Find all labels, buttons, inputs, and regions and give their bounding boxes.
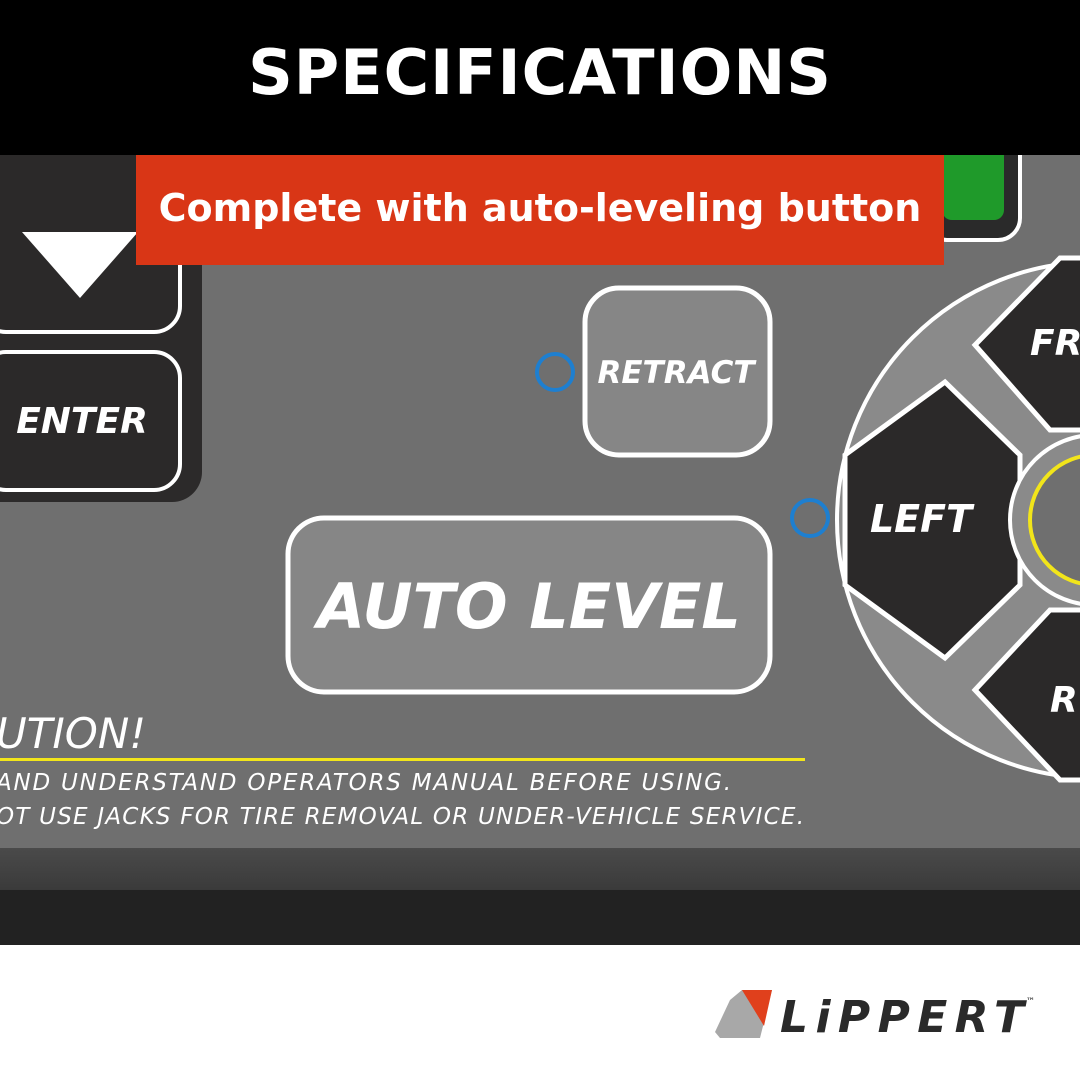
logo-wordmark: LiPPERT <box>780 992 1027 1043</box>
page-title: SPECIFICATIONS <box>248 36 832 109</box>
header-bar: SPECIFICATIONS <box>0 0 1080 155</box>
rear-label: R <box>1050 680 1078 721</box>
retract-indicator-led <box>535 352 575 392</box>
front-button[interactable]: FR <box>971 255 1080 433</box>
left-button[interactable]: LEFT <box>842 378 1023 662</box>
auto-level-label: AUTO LEVEL <box>312 570 741 643</box>
retract-button[interactable]: RETRACT <box>582 285 773 458</box>
left-label: LEFT <box>870 497 975 541</box>
down-arrow-icon <box>22 232 138 298</box>
caution-divider <box>0 758 805 761</box>
retract-label: RETRACT <box>598 355 758 391</box>
front-label: FR <box>1030 323 1080 364</box>
center-button[interactable] <box>1028 454 1080 586</box>
rear-button[interactable]: R <box>971 607 1080 783</box>
enter-label: ENTER <box>16 401 148 442</box>
caution-heading: UTION! <box>0 709 146 758</box>
green-status-button[interactable] <box>923 128 1022 242</box>
caution-line-1: AND UNDERSTAND OPERATORS MANUAL BEFORE U… <box>0 770 731 796</box>
control-panel-photo: ENTER RETRACT AUTO LEVEL FR LEFT R UTION… <box>0 128 1080 945</box>
left-indicator-led <box>790 498 830 538</box>
lippert-logo: LiPPERT ™ <box>712 988 1042 1044</box>
trademark-symbol: ™ <box>1026 997 1035 1007</box>
footer <box>0 945 1080 1080</box>
feature-banner-text: Complete with auto-leveling button <box>158 186 922 230</box>
auto-level-button[interactable]: AUTO LEVEL <box>285 515 773 695</box>
enter-button[interactable]: ENTER <box>0 350 182 492</box>
feature-banner: Complete with auto-leveling button <box>136 155 944 265</box>
down-arrow-button[interactable] <box>0 148 182 334</box>
caution-line-2: OT USE JACKS FOR TIRE REMOVAL OR UNDER-V… <box>0 804 804 830</box>
